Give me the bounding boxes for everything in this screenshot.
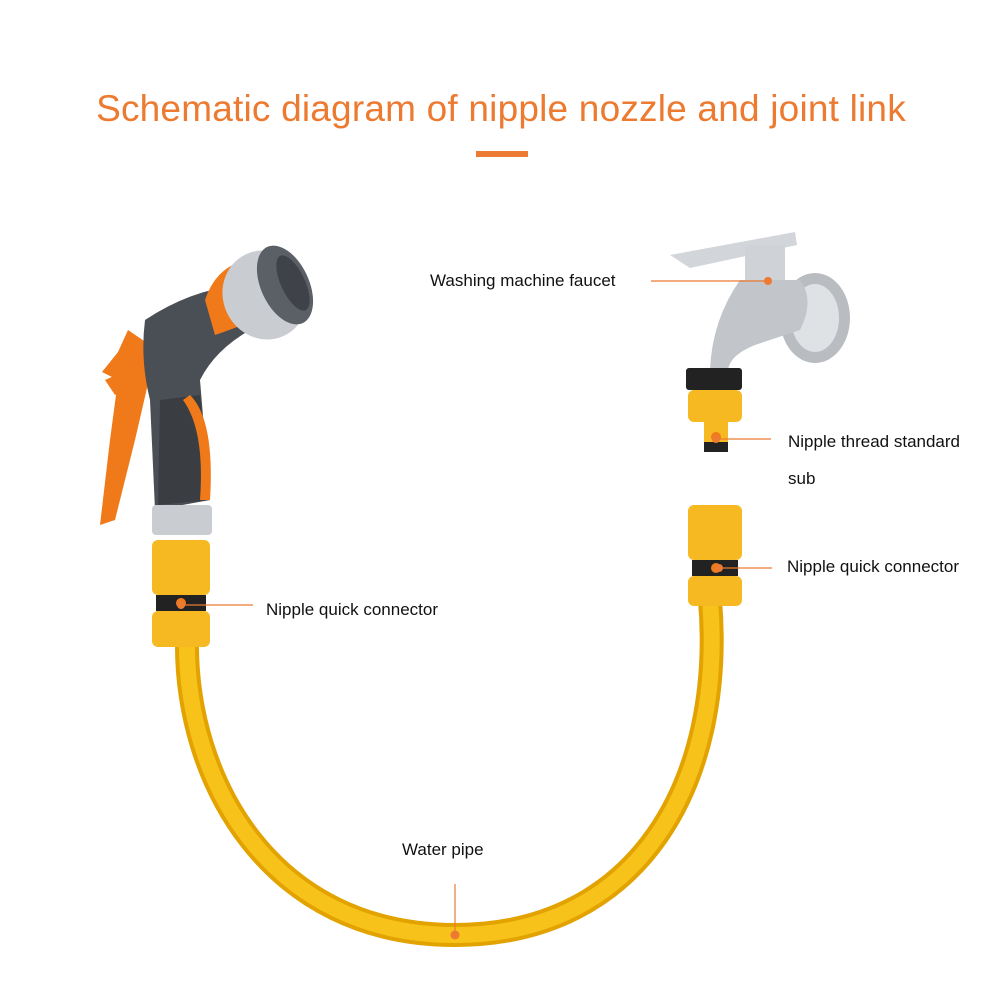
spray-nozzle-gun [100,245,314,535]
water-pipe-hose-highlight [178,592,720,944]
title-underline [476,151,528,157]
leader-dot-water-pipe [450,930,460,940]
faucet-handle [670,232,797,268]
label-nipple-thread-standard-sub-line1: Nipple thread standard [788,432,961,451]
washing-machine-faucet-part [670,232,850,390]
leader-dot-standard-sub [712,435,720,443]
nozzle-trigger [100,330,150,525]
nipple-thread-standard-sub-part [688,390,742,452]
right-quick-connector-part [688,505,742,606]
leader-dot-faucet [764,277,772,285]
label-nipple-quick-connector-left: Nipple quick connector [266,600,438,619]
diagram-title: Schematic diagram of nipple nozzle and j… [96,88,906,129]
label-washing-machine-faucet: Washing machine faucet [430,271,616,290]
label-nipple-thread-standard-sub-line2: sub [788,469,816,488]
faucet-stem [745,245,785,290]
faucet-spout-nut [686,368,742,390]
water-pipe-hose [174,588,724,948]
label-water-pipe: Water pipe [402,840,484,859]
leader-dot-left-connector [177,601,185,609]
nozzle-spray-face [276,255,310,311]
leader-dot-right-connector [715,564,723,572]
nozzle-neck [152,505,212,535]
label-nipple-quick-connector-right: Nipple quick connector [787,557,959,576]
faucet-body [710,280,808,370]
nozzle-grip-accent [183,395,211,500]
left-quick-connector-part [152,540,210,647]
